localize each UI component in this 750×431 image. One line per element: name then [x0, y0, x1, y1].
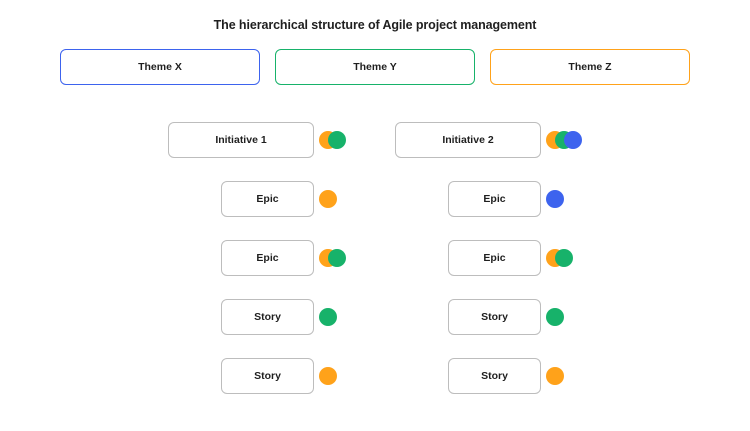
initiative-2: Initiative 2	[395, 122, 541, 158]
story-2-1: Story	[448, 299, 541, 335]
theme-z-label: Theme Z	[568, 61, 612, 73]
blue-dot-icon	[564, 131, 582, 149]
orange-dot-icon	[319, 367, 337, 385]
theme-x: Theme X	[60, 49, 260, 85]
orange-dot-icon	[546, 367, 564, 385]
initiative-1-label: Initiative 1	[215, 134, 267, 146]
green-dot-icon	[328, 131, 346, 149]
story-label: Story	[254, 311, 281, 323]
epic-2-1: Epic	[448, 181, 541, 217]
story-1-2: Story	[221, 358, 314, 394]
orange-dot-icon	[319, 190, 337, 208]
epic-2-2-theme-dots	[546, 249, 573, 267]
story-2-2: Story	[448, 358, 541, 394]
theme-z: Theme Z	[490, 49, 690, 85]
epic-1-2-theme-dots	[319, 249, 346, 267]
epic-1-2: Epic	[221, 240, 314, 276]
initiative-2-label: Initiative 2	[442, 134, 494, 146]
green-dot-icon	[319, 308, 337, 326]
green-dot-icon	[328, 249, 346, 267]
green-dot-icon	[546, 308, 564, 326]
green-dot-icon	[555, 249, 573, 267]
story-1-2-theme-dots	[319, 367, 337, 385]
initiative-1-theme-dots	[319, 131, 346, 149]
blue-dot-icon	[546, 190, 564, 208]
story-label: Story	[254, 370, 281, 382]
initiative-2-theme-dots	[546, 131, 582, 149]
story-1-1: Story	[221, 299, 314, 335]
story-1-1-theme-dots	[319, 308, 337, 326]
epic-2-1-theme-dots	[546, 190, 564, 208]
theme-y: Theme Y	[275, 49, 475, 85]
epic-1-1: Epic	[221, 181, 314, 217]
epic-label: Epic	[483, 193, 506, 205]
theme-y-label: Theme Y	[353, 61, 397, 73]
theme-x-label: Theme X	[138, 61, 182, 73]
epic-label: Epic	[483, 252, 506, 264]
initiative-1: Initiative 1	[168, 122, 314, 158]
story-2-2-theme-dots	[546, 367, 564, 385]
epic-1-1-theme-dots	[319, 190, 337, 208]
story-2-1-theme-dots	[546, 308, 564, 326]
story-label: Story	[481, 311, 508, 323]
epic-label: Epic	[256, 193, 279, 205]
diagram-title: The hierarchical structure of Agile proj…	[213, 18, 537, 32]
story-label: Story	[481, 370, 508, 382]
epic-label: Epic	[256, 252, 279, 264]
epic-2-2: Epic	[448, 240, 541, 276]
